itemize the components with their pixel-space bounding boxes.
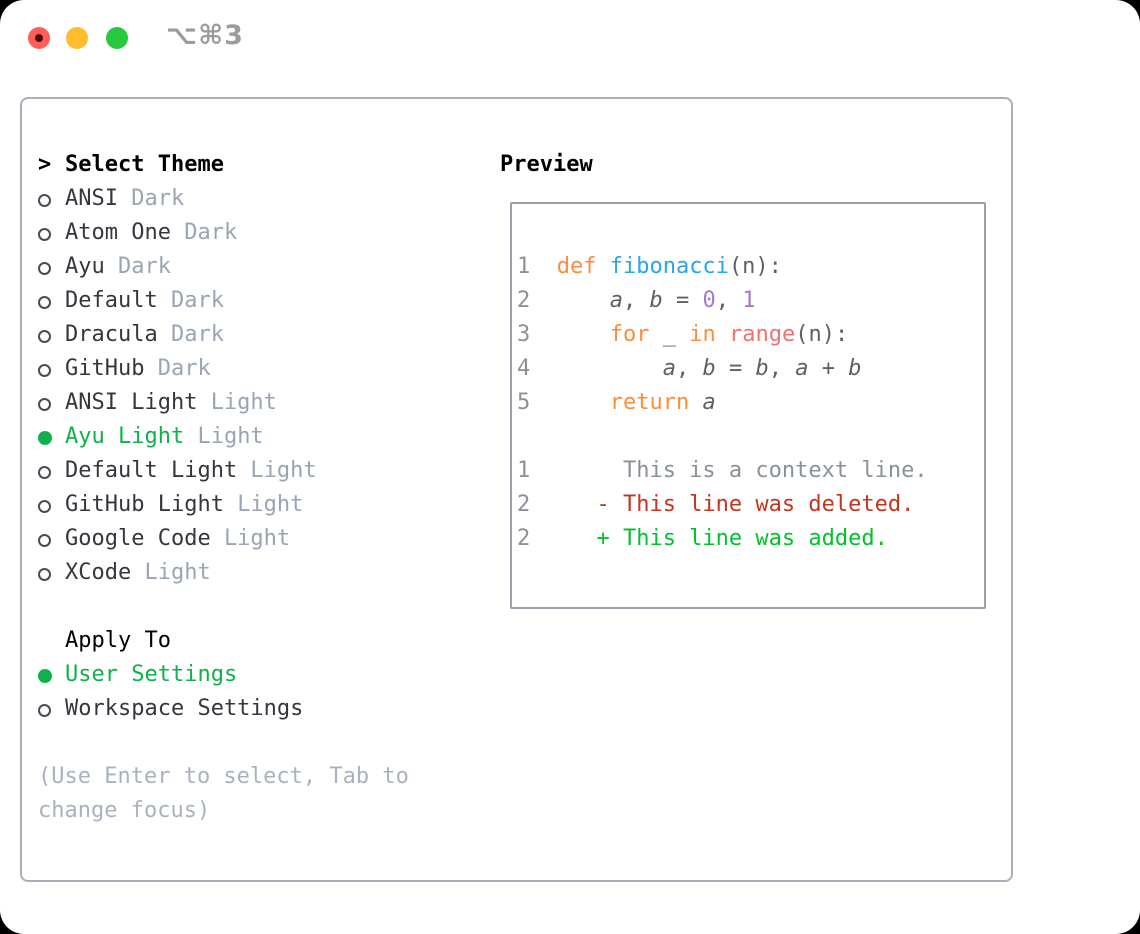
- item-variant: Light: [250, 458, 317, 483]
- item-label: XCode: [65, 560, 132, 585]
- radio-icon: [38, 702, 65, 717]
- code-line: 3 for _ in range(n):: [517, 318, 984, 352]
- item-label: Atom One: [65, 220, 171, 245]
- radio-selected-icon: [38, 429, 65, 445]
- item-label: ANSI Light: [65, 390, 198, 415]
- zoom-button[interactable]: [106, 27, 128, 49]
- select-theme-title: Select Theme: [65, 152, 224, 177]
- spacer: [38, 726, 409, 760]
- item-label: GitHub Light: [65, 492, 224, 517]
- preview-title: Preview: [500, 152, 593, 177]
- radio-icon: [38, 498, 65, 513]
- diff-line-deleted: 2 - This line was deleted.: [517, 488, 984, 522]
- item-label: Default: [65, 288, 158, 313]
- item-label: Dracula: [65, 322, 158, 347]
- line-number: 5: [517, 390, 531, 415]
- prompt-caret-icon: >: [38, 152, 52, 177]
- item-variant: Light: [144, 560, 211, 585]
- theme-item-github[interactable]: GitHub Dark: [38, 352, 409, 386]
- minimize-button[interactable]: [66, 27, 88, 49]
- item-label: Default Light: [65, 458, 238, 483]
- apply-to-title: Apply To: [65, 628, 171, 653]
- theme-item-github-light[interactable]: GitHub Light Light: [38, 488, 409, 522]
- radio-icon: [38, 362, 65, 377]
- item-variant: Light: [210, 390, 277, 415]
- radio-icon: [38, 260, 65, 275]
- record-dot-icon: [35, 34, 43, 42]
- theme-item-ansi[interactable]: ANSI Dark: [38, 182, 409, 216]
- item-label: Google Code: [65, 526, 211, 551]
- radio-icon: [38, 294, 65, 309]
- item-variant: Dark: [131, 186, 185, 211]
- diff-line-added: 2 + This line was added.: [517, 522, 984, 556]
- theme-item-dracula[interactable]: Dracula Dark: [38, 318, 409, 352]
- window-title-shortcut: ⌥⌘3: [166, 20, 244, 51]
- select-theme-header-row: > Select Theme: [38, 148, 409, 182]
- item-variant: Dark: [170, 288, 224, 313]
- item-variant: Dark: [157, 356, 211, 381]
- theme-item-xcode[interactable]: XCode Light: [38, 556, 409, 590]
- item-label: ANSI: [65, 186, 118, 211]
- theme-item-default-light[interactable]: Default Light Light: [38, 454, 409, 488]
- code-line: 4 a, b = b, a + b: [517, 352, 984, 386]
- radio-icon: [38, 226, 65, 241]
- close-button[interactable]: [28, 27, 50, 49]
- radio-icon: [38, 532, 65, 547]
- theme-item-ansi-light[interactable]: ANSI Light Light: [38, 386, 409, 420]
- item-variant: Dark: [117, 254, 171, 279]
- theme-item-default[interactable]: Default Dark: [38, 284, 409, 318]
- theme-item-ayu-light[interactable]: Ayu Light Light: [38, 420, 409, 454]
- theme-item-atom-one[interactable]: Atom One Dark: [38, 216, 409, 250]
- hint-text-line2: change focus): [38, 798, 211, 823]
- item-variant: Dark: [170, 322, 224, 347]
- item-variant: Light: [237, 492, 304, 517]
- line-number: 2: [517, 526, 531, 551]
- item-label: Workspace Settings: [65, 696, 304, 721]
- diff-sample: 1 This is a context line.2 - This line w…: [517, 454, 984, 556]
- item-variant: Light: [197, 424, 264, 449]
- apply-option-workspace-settings[interactable]: Workspace Settings: [38, 692, 409, 726]
- radio-icon: [38, 328, 65, 343]
- radio-selected-icon: [38, 667, 65, 683]
- theme-item-ayu[interactable]: Ayu Dark: [38, 250, 409, 284]
- theme-item-google-code[interactable]: Google Code Light: [38, 522, 409, 556]
- code-line: 2 a, b = 0, 1: [517, 284, 984, 318]
- hint-text-line1: (Use Enter to select, Tab to: [38, 764, 409, 789]
- item-label: Ayu: [65, 254, 105, 279]
- line-number: 2: [517, 288, 531, 313]
- item-variant: Light: [223, 526, 291, 551]
- line-number: 1: [517, 254, 531, 279]
- line-number: 4: [517, 356, 531, 381]
- item-label: Ayu Light: [65, 424, 185, 449]
- line-number: 1: [517, 458, 531, 483]
- line-number: 2: [517, 492, 531, 517]
- radio-icon: [38, 464, 65, 479]
- item-label: User Settings: [65, 662, 238, 687]
- apply-option-user-settings[interactable]: User Settings: [38, 658, 409, 692]
- radio-icon: [38, 396, 65, 411]
- line-number: 3: [517, 322, 531, 347]
- blank-line: [517, 420, 984, 454]
- spacer: [38, 590, 409, 624]
- diff-line-context: 1 This is a context line.: [517, 454, 984, 488]
- apply-to-header-row: Apply To: [38, 624, 409, 658]
- item-variant: Dark: [184, 220, 238, 245]
- item-label: GitHub: [65, 356, 145, 381]
- radio-icon: [38, 566, 65, 581]
- radio-icon: [38, 192, 65, 207]
- code-line: 5 return a: [517, 386, 984, 420]
